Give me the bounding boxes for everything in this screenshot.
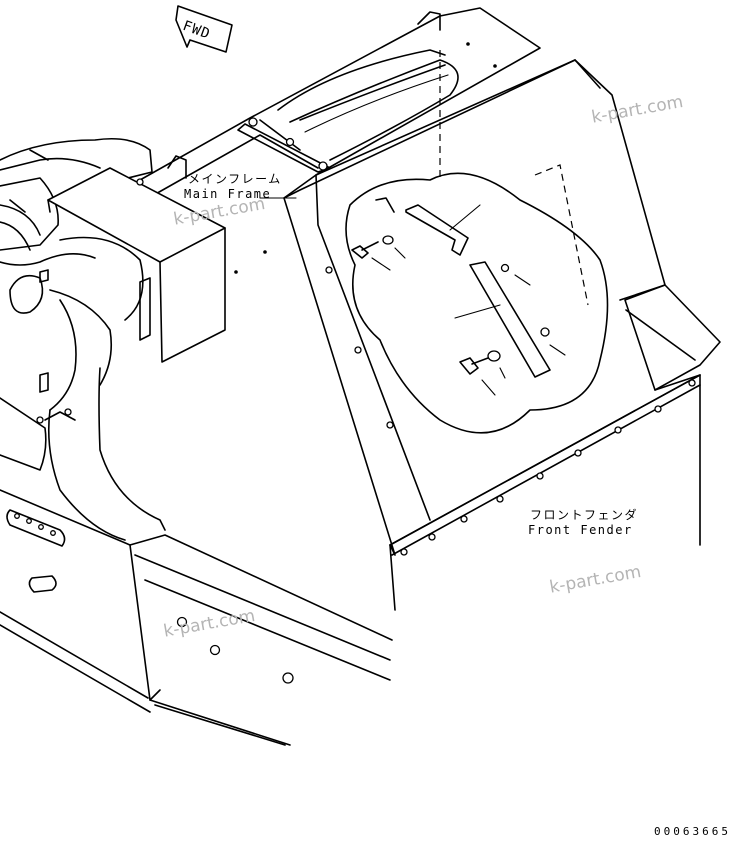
lower-frame	[0, 397, 393, 746]
engine-housing	[0, 137, 166, 424]
stay-bar	[454, 261, 566, 378]
front-fender-label-jp: フロントフェンダ	[530, 508, 639, 522]
bolt-lower	[459, 350, 506, 396]
front-fender-panel	[283, 59, 721, 611]
main-frame-label-jp: メインフレーム	[188, 172, 282, 186]
detail-cloud	[345, 50, 609, 434]
intake-duct	[47, 367, 166, 541]
bracket-upper	[375, 197, 481, 256]
battery-box	[47, 167, 226, 363]
main-frame-rail	[139, 7, 541, 274]
main-frame-label-en: Main Frame	[184, 187, 272, 201]
bolt-upper	[351, 235, 406, 271]
front-fender-label-en: Front Fender	[528, 523, 633, 537]
fwd-arrow	[175, 5, 233, 53]
drawing-number: 00063665	[654, 825, 731, 838]
leader-lines	[259, 197, 701, 546]
